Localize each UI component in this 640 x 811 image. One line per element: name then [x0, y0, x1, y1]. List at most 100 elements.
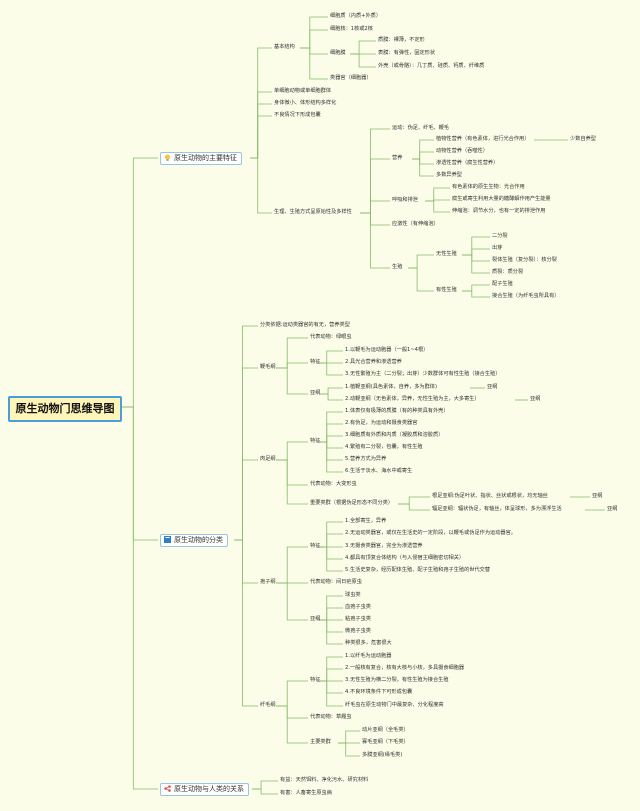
node-plant-nutrition[interactable]: 植物性营养（有色素体，进行光合作用）: [436, 136, 530, 142]
node-flag-f2[interactable]: 2.具光合营养和渗透营养: [345, 359, 402, 365]
node-resp-3[interactable]: 伸缩泡：调节水分，也有一定的排泄作用: [452, 208, 546, 214]
node-sarc-f1[interactable]: 1.体表仅有极薄的质膜（有的种类具有外壳）: [345, 408, 449, 414]
node-cell-membrane[interactable]: 细胞膜: [330, 50, 346, 56]
node-spor-c1[interactable]: 球虫类: [345, 592, 361, 598]
node-sexual-2[interactable]: 接合生殖（为纤毛虫所具有）: [492, 293, 560, 299]
node-asexual-2[interactable]: 出芽: [492, 245, 503, 251]
node-flag-f3[interactable]: 3.无性繁殖为主（二分裂；出芽）少数群体可有性生殖（接合生殖）: [345, 371, 501, 377]
node-flag-f1[interactable]: 1.以鞭毛为运动胞器（一般1~4根）: [345, 347, 429, 353]
branch-features[interactable]: 原生动物的主要特征: [160, 152, 242, 165]
node-sarc-types[interactable]: 重要类群（根据伪足形态不同分类）: [310, 500, 394, 506]
node-sexual-1[interactable]: 配子生殖: [492, 281, 513, 287]
node-spor-f2[interactable]: 2.无运动类器官，或仅在生活史的一定阶段，以鞭毛或伪足作为运动器官。: [345, 530, 516, 536]
node-asexual-4[interactable]: 质裂：质分裂: [492, 269, 524, 275]
node-flag-s1-note[interactable]: 亚纲: [487, 384, 498, 390]
node-basic-structure[interactable]: 基本结构: [274, 44, 295, 50]
node-unicell[interactable]: 单细胞动物或单细胞群体: [274, 88, 332, 94]
node-sarc-t1[interactable]: 根足亚纲:伪足叶状、指状、丝状或根状，均无轴丝: [432, 493, 548, 499]
node-cil-t1[interactable]: 动片亚纲（全毛类）: [362, 727, 409, 733]
node-sarc-f2[interactable]: 2.有伪足，为运动和摄食类器官: [345, 420, 418, 426]
node-sarc-t1-note[interactable]: 亚纲: [592, 493, 603, 499]
node-ciliata[interactable]: 纤毛纲: [260, 702, 276, 708]
connector: [300, 16, 328, 49]
connector: [276, 459, 308, 486]
node-sarc-rep[interactable]: 代表动物：大变形虫: [310, 481, 357, 487]
node-spor-c5[interactable]: 种类很多，危害很大: [345, 640, 392, 646]
node-asexual-3[interactable]: 裂体生殖（复分裂）：核分裂: [492, 257, 557, 263]
node-spor-f1[interactable]: 1.全部寄生，异养: [345, 518, 387, 524]
connector: [234, 367, 258, 541]
node-flag-rep[interactable]: 代表动物：绿眼虫: [310, 334, 352, 340]
node-sarc-features[interactable]: 特征: [310, 438, 321, 444]
node-cil-t3[interactable]: 多膜亚纲(缘毛类): [362, 752, 403, 758]
node-asexual[interactable]: 无性生殖: [436, 251, 457, 257]
node-motion[interactable]: 运动：伪足、纤毛、鞭毛: [392, 125, 450, 131]
node-life[interactable]: 生理、生殖方式呈原始性及多样性: [274, 209, 352, 215]
node-cil-types[interactable]: 主要类群: [310, 739, 331, 745]
connector: [120, 157, 158, 408]
node-spor-f5[interactable]: 5.生活史复杂，经历配体生殖、配子生殖和孢子生殖的世代交替: [345, 567, 491, 573]
node-sarc-t2[interactable]: 辐足亚纲：辐状伪足，有轴丝，体呈球形，多为漂浮生活: [432, 506, 562, 512]
node-cil-f2[interactable]: 2.一般核有复合，核有大核与小核，多具摄食细胞器: [345, 665, 465, 671]
node-bad[interactable]: 有害：人畜寄生原虫病: [280, 790, 332, 796]
branch-relation[interactable]: 原生动物与人类的关系: [160, 783, 249, 796]
node-cil-f1[interactable]: 1.以纤毛为运动胞器: [345, 653, 392, 659]
connector: [462, 284, 490, 292]
node-flag-s2[interactable]: 2.动鞭亚纲（无色素体，异养，无性生殖为主，大多寄生）: [345, 396, 480, 402]
node-plasma[interactable]: 质膜：裸薄，不定形: [378, 37, 425, 43]
node-resp-2[interactable]: 腐生或寄生利用大量的糖酵解作用产生能量: [452, 196, 551, 202]
node-animal-nutrition[interactable]: 动物性营养（吞噬性）: [436, 148, 488, 154]
node-organelle[interactable]: 类器官（细胞器）: [330, 75, 372, 81]
node-sarc-f6[interactable]: 6.生活于淡水、海水中或寄生: [345, 468, 413, 474]
node-cil-f3[interactable]: 3.无性生殖为横二分裂，有性生殖为接合生殖: [345, 677, 449, 683]
node-respiration[interactable]: 呼吸和排泄: [392, 197, 418, 203]
node-mixed[interactable]: 多数异养型: [436, 172, 462, 178]
node-small[interactable]: 身体微小、体形结构多样化: [274, 100, 337, 106]
node-spor-features[interactable]: 特征: [310, 543, 321, 549]
node-flagellata[interactable]: 鞭毛纲: [260, 364, 276, 370]
node-spor-c3[interactable]: 粘孢子虫类: [345, 616, 371, 622]
node-spor-f4[interactable]: 4.都具有顶复合体结构（与入侵宿主细胞密切相关）: [345, 555, 465, 561]
node-reproduction[interactable]: 生殖: [392, 264, 403, 270]
node-cil-rep[interactable]: 代表动物：草履虫: [310, 714, 352, 720]
book-icon: [164, 536, 171, 543]
node-resp-1[interactable]: 有色素体的原生生物：光合作用: [452, 184, 525, 190]
node-sarc-f4[interactable]: 4.繁殖有二分裂，包囊，有性生殖: [345, 444, 423, 450]
node-nutrition[interactable]: 营养: [392, 155, 403, 161]
node-sporozoa[interactable]: 孢子纲: [260, 579, 276, 585]
node-spor-f3[interactable]: 3.无摄食类器官，完全为渗透营养: [345, 543, 423, 549]
node-sexual[interactable]: 有性生殖: [436, 287, 457, 293]
node-good[interactable]: 有益：天然饵料、净化污水、研究材料: [280, 777, 369, 783]
node-spor-c4[interactable]: 微孢子虫类: [345, 628, 371, 634]
node-cil-f4[interactable]: 4.不良环境条件下可形成包囊: [345, 689, 413, 695]
node-cyst[interactable]: 不良情况下形成包囊: [274, 112, 321, 118]
root-node[interactable]: 原生动物门思维导图: [8, 396, 122, 422]
node-cytoplasm[interactable]: 细胞质（内质+外质）: [330, 13, 382, 19]
node-cil-f5[interactable]: 纤毛虫在原生动物门中最复杂、分化程度高: [345, 702, 444, 708]
connector: [300, 47, 328, 80]
node-osmotic-nutrition[interactable]: 渗透性营养（腐生性营养）: [436, 160, 499, 166]
node-sarcodina[interactable]: 肉足纲: [260, 456, 276, 462]
node-sarc-f5[interactable]: 5.营养方式为异养: [345, 456, 387, 462]
node-flag-s2-note[interactable]: 亚纲: [530, 396, 541, 402]
node-cil-features[interactable]: 特征: [310, 677, 321, 683]
node-sarc-f3[interactable]: 3.细胞质有外质和内质（凝胶质和溶胶质）: [345, 432, 444, 438]
node-spor-sub[interactable]: 亚纲: [310, 616, 321, 622]
node-sarc-t2-note[interactable]: 亚纲: [607, 506, 618, 512]
node-shell[interactable]: 外壳（或骨骼）：几丁质、硅质、钙质、纤维质: [378, 63, 485, 69]
node-flag-features[interactable]: 特征: [310, 359, 321, 365]
branch-classification[interactable]: 原生动物的分类: [160, 534, 228, 547]
node-plant-note[interactable]: 少数自养型: [570, 136, 596, 142]
node-flag-sub[interactable]: 亚纲: [310, 390, 321, 396]
node-basis[interactable]: 分类依据:运动类器官的有无，营养类型: [260, 322, 350, 328]
node-flag-s1[interactable]: 1.植鞭亚纲(具色素体，自养，多为群体): [345, 384, 437, 390]
node-stress[interactable]: 应激性（有伸缩泡）: [392, 221, 439, 227]
connector: [318, 411, 343, 443]
node-pellicle[interactable]: 表膜：有弹性，固定形状: [378, 50, 436, 56]
node-nucleus[interactable]: 细胞核：1核或2核: [330, 26, 373, 32]
node-cil-t2[interactable]: 寡毛亚纲（下毛类）: [362, 739, 409, 745]
node-spor-c2[interactable]: 血孢子虫类: [345, 604, 371, 610]
node-asexual-1[interactable]: 二分裂: [492, 233, 508, 239]
node-spor-rep[interactable]: 代表动物：间日疟原虫: [310, 579, 362, 585]
